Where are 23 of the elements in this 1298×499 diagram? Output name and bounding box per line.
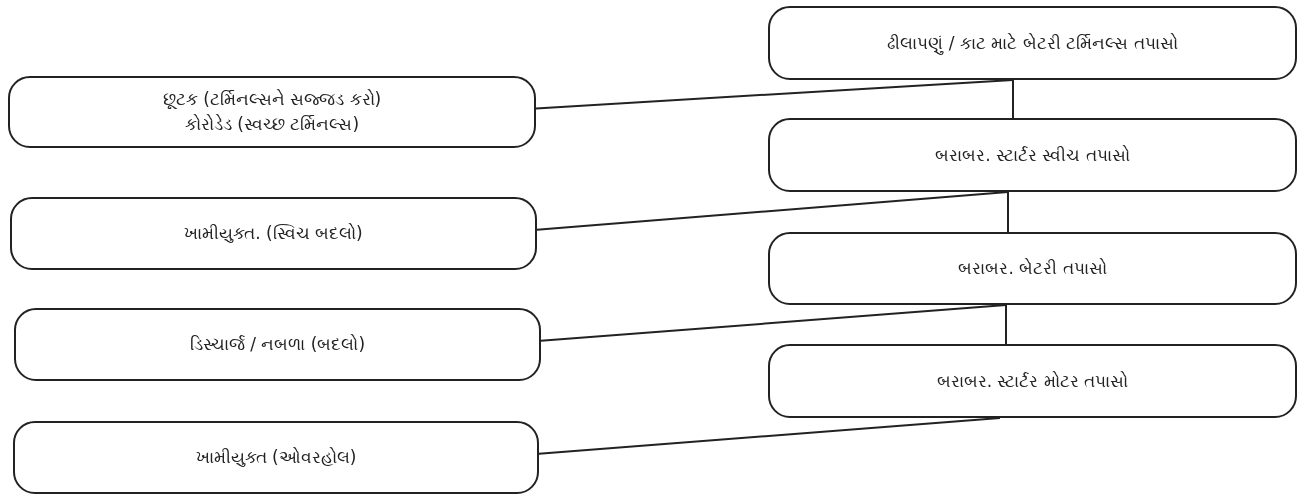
box-text: બરાબર. સ્ટાર્ટર સ્વીચ તપાસો: [935, 143, 1130, 167]
box-text: ડિસ્ચાર્જ / નબળા (બદલો): [189, 333, 366, 357]
connector-line: [540, 304, 1007, 342]
box-text: ઢીલાપણું / કાટ માટે બેટરી ટર્મિનલ્સ તપાસો: [887, 31, 1178, 56]
process-box: [768, 118, 1297, 192]
process-box: [768, 344, 1297, 418]
box-text: કોરોડેડ (સ્વચ્છ ટર્મિનલ્સ): [184, 113, 360, 136]
box-text: ખામીયુક્ત. (સ્વિચ બદલો): [184, 222, 363, 246]
process-box: [13, 421, 539, 494]
process-box: [768, 232, 1297, 305]
connector-line: [535, 79, 1014, 110]
process-box: [14, 308, 541, 381]
process-box: [768, 6, 1297, 80]
box-text: બરાબર. બેટરી તપાસો: [958, 257, 1107, 281]
box-text: છૂટક (ટર્મિનલ્સને સજ્જડ કરો): [162, 88, 382, 112]
process-box: [8, 76, 536, 148]
box-text: ખામીયુક્ત (ઓવરહોલ): [195, 446, 357, 470]
connector-line: [538, 417, 1001, 455]
connector-line: [1012, 79, 1014, 119]
connector-line: [1007, 191, 1009, 233]
process-box: [10, 197, 537, 270]
box-text: બરાબર. સ્ટાર્ટર મોટર તપાસો: [936, 369, 1129, 393]
connector-line: [1005, 304, 1007, 345]
